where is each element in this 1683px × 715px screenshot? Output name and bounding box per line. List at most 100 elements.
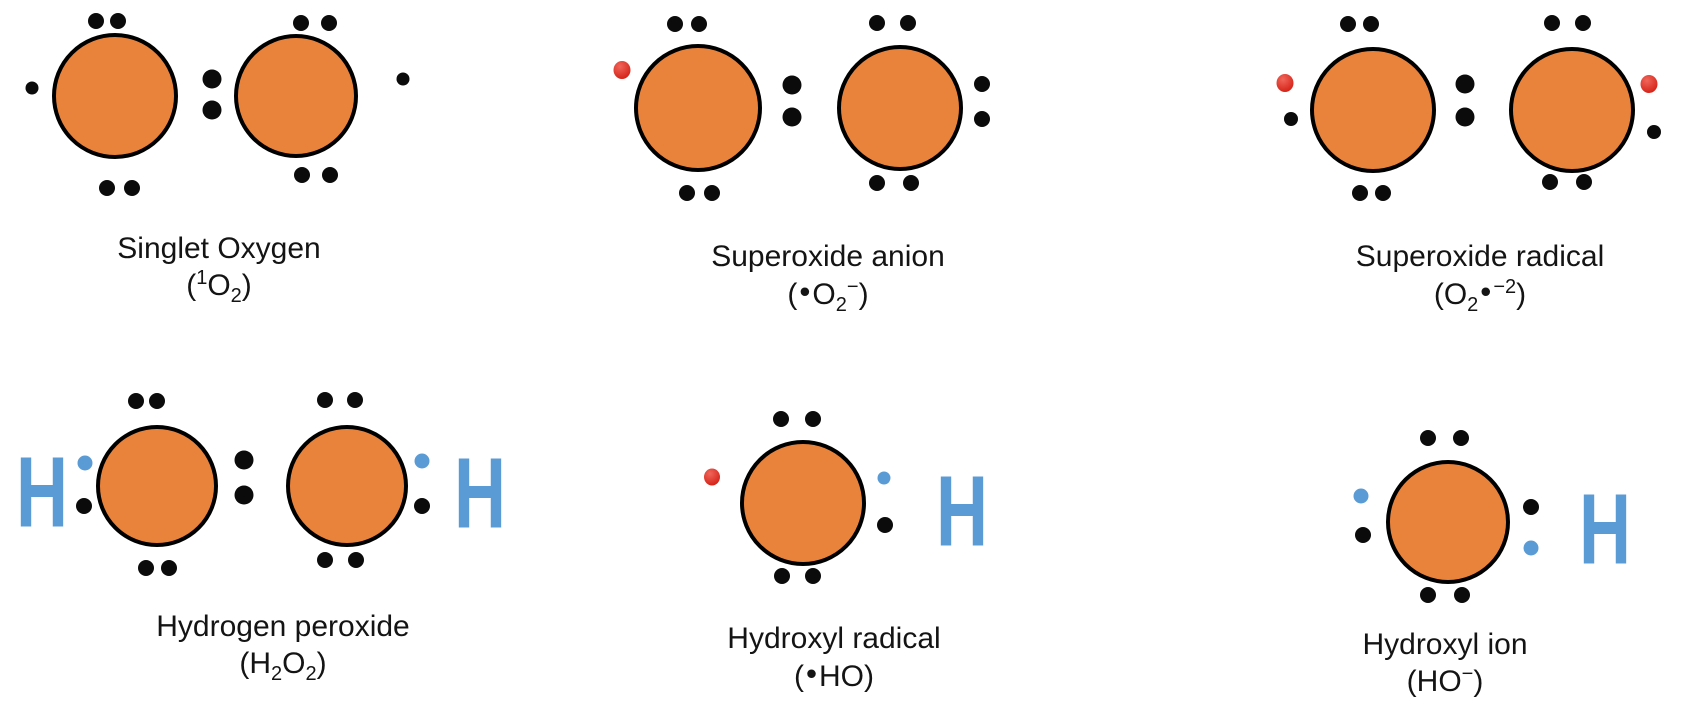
electron-dot xyxy=(974,76,990,92)
molecule-name: Superoxide radical xyxy=(1355,240,1605,273)
oxygen-atom xyxy=(52,33,178,159)
oxygen-atom xyxy=(634,44,762,172)
electron-dot xyxy=(1355,527,1371,543)
formula-segment: ( xyxy=(239,647,250,680)
molecule-label: Singlet Oxygen (1O2) xyxy=(117,230,320,308)
formula-segment: 2 xyxy=(271,663,283,685)
formula-segment: ) xyxy=(241,269,252,302)
electron-dot xyxy=(1544,15,1560,31)
radical-electron-dot xyxy=(1640,75,1658,93)
formula-segment: − xyxy=(846,276,859,298)
bonding-electron-dot xyxy=(234,450,254,470)
electron-dot xyxy=(805,411,821,427)
electron-dot xyxy=(99,180,115,196)
formula-segment: 2 xyxy=(835,294,847,316)
molecule-formula: (1O2) xyxy=(117,267,320,308)
electron-dot xyxy=(1542,174,1558,190)
electron-dot xyxy=(348,552,364,568)
electron-dot xyxy=(347,392,363,408)
hydrogen-electron-dot xyxy=(414,453,430,469)
formula-segment: HO xyxy=(1416,665,1462,698)
formula-segment: 2 xyxy=(305,663,317,685)
electron-dot xyxy=(321,15,337,31)
bonding-electron-dot xyxy=(202,100,222,120)
electron-dot xyxy=(149,393,165,409)
formula-segment: H xyxy=(249,647,272,680)
electron-dot xyxy=(124,180,140,196)
electron-dot xyxy=(161,560,177,576)
formula-segment: 2 xyxy=(230,285,242,307)
electron-dot xyxy=(1575,15,1591,31)
electron-dot xyxy=(1363,16,1379,32)
electron-dot xyxy=(1352,185,1368,201)
formula-segment: ) xyxy=(316,647,327,680)
formula-segment: O xyxy=(812,278,836,311)
molecule-formula: (O2•−2) xyxy=(1356,273,1604,317)
formula-segment: ( xyxy=(1406,665,1417,698)
hydrogen-electron-dot xyxy=(1353,488,1369,504)
molecule-label: Superoxide anion (•O2−) xyxy=(711,238,945,317)
molecule-formula: (HO−) xyxy=(1362,663,1527,704)
bonding-electron-dot xyxy=(782,75,802,95)
molecule-name: Hydroxyl radical xyxy=(727,622,941,655)
oxygen-atom xyxy=(286,425,408,547)
electron-dot xyxy=(704,185,720,201)
electron-dot xyxy=(774,568,790,584)
molecule-name: Hydrogen peroxide xyxy=(156,610,410,643)
radical-electron-dot xyxy=(613,61,631,79)
molecule-label: Hydrogen peroxide (H2O2) xyxy=(156,608,410,686)
electron-dot xyxy=(691,16,707,32)
formula-segment: • xyxy=(799,273,811,309)
hydrogen-electron-dot xyxy=(877,471,891,485)
electron-dot xyxy=(1576,174,1592,190)
electron-dot xyxy=(900,15,916,31)
formula-segment: − xyxy=(1461,663,1474,685)
oxygen-atom xyxy=(1509,47,1635,173)
electron-dot xyxy=(1375,185,1391,201)
hydrogen-atom-label: H xyxy=(454,437,506,550)
formula-segment: ( xyxy=(1433,278,1444,311)
bonding-electron-dot xyxy=(202,69,222,89)
formula-segment: ) xyxy=(1473,665,1484,698)
formula-segment: ( xyxy=(793,660,804,693)
formula-segment: ( xyxy=(787,278,798,311)
electron-dot xyxy=(293,15,309,31)
electron-dot xyxy=(869,175,885,191)
molecule-name: Singlet Oxygen xyxy=(117,232,321,265)
formula-segment: O xyxy=(1443,278,1468,311)
electron-dot xyxy=(679,185,695,201)
electron-dot xyxy=(414,498,430,514)
hydrogen-electron-dot xyxy=(77,455,93,471)
electron-dot xyxy=(110,13,126,29)
electron-dot xyxy=(667,16,683,32)
electron-dot xyxy=(1647,125,1661,139)
oxygen-atom xyxy=(1386,460,1510,584)
electron-dot xyxy=(1420,587,1436,603)
electron-dot xyxy=(1453,430,1469,446)
electron-dot xyxy=(1284,112,1298,126)
electron-dot xyxy=(138,560,154,576)
radical-electron-dot xyxy=(1276,74,1294,92)
molecule-name: Superoxide anion xyxy=(711,240,945,273)
molecule-label: Hydroxyl ion (HO−) xyxy=(1362,626,1527,704)
electron-dot xyxy=(1523,499,1539,515)
formula-segment: • xyxy=(1480,273,1492,309)
hydrogen-atom-label: H xyxy=(936,455,988,568)
electron-dot xyxy=(1454,587,1470,603)
electron-dot xyxy=(903,175,919,191)
bonding-electron-dot xyxy=(1455,74,1475,94)
electron-dot xyxy=(25,81,39,95)
molecule-name: Hydroxyl ion xyxy=(1362,628,1528,661)
electron-dot xyxy=(128,393,144,409)
electron-dot xyxy=(773,411,789,427)
electron-dot xyxy=(88,13,104,29)
hydrogen-electron-dot xyxy=(1523,540,1539,556)
electron-dot xyxy=(974,111,990,127)
electron-dot xyxy=(877,517,893,533)
oxygen-atom xyxy=(96,425,218,547)
electron-dot xyxy=(396,72,410,86)
